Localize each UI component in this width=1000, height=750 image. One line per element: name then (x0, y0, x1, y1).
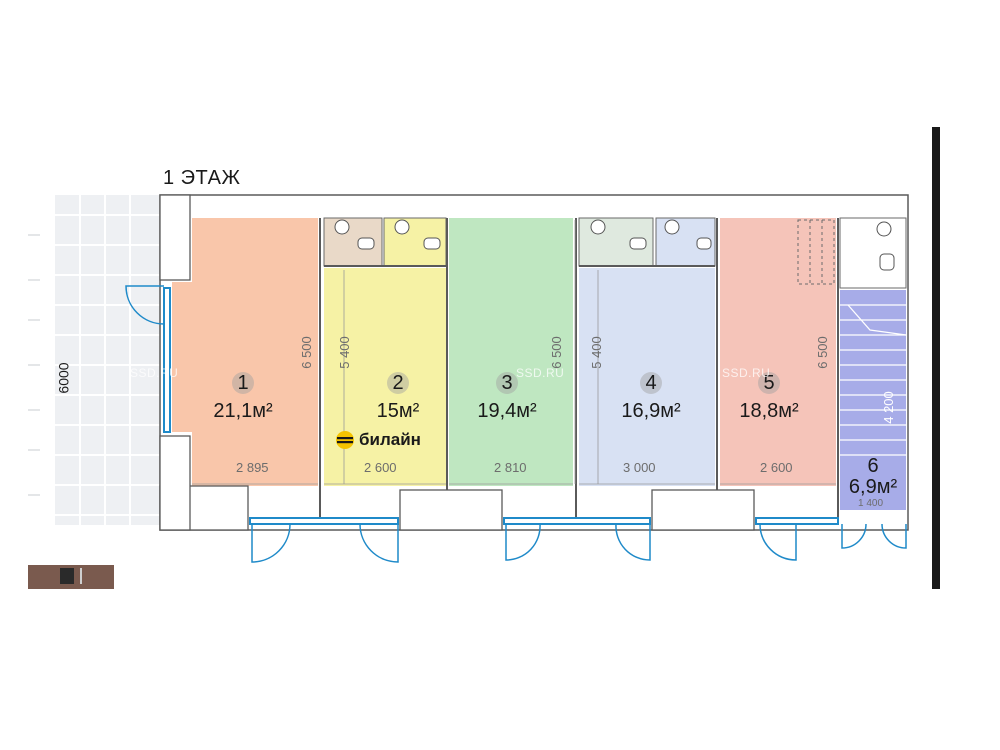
right-edge-bar (932, 127, 940, 589)
room-4-number: 4 (611, 372, 691, 395)
front-wall (159, 194, 755, 531)
room-4-fill (579, 268, 715, 486)
room-2-area: 15м² (376, 400, 420, 422)
beeline-brand: билайн (335, 430, 421, 450)
room-1-fill (192, 218, 318, 486)
width-dim-room-1: 2 895 (236, 460, 269, 475)
room-1-number: 1 (203, 372, 283, 395)
room-3-area: 19,4м² (477, 400, 537, 422)
room-1-notch (172, 282, 194, 432)
watermark: SSD.RU (130, 366, 179, 380)
beeline-logo-icon (336, 431, 354, 449)
room-6-number: 6 (867, 455, 879, 477)
room-5-fill (720, 218, 836, 486)
room-6-area: 6,9м² (848, 476, 898, 498)
building-photo-thumbnail (28, 565, 114, 589)
width-dim-room-2: 2 600 (364, 460, 397, 475)
room-4-area: 16,9м² (621, 400, 681, 422)
entrance-doors (125, 285, 907, 563)
height-dim-room-4: 5 400 (588, 336, 604, 369)
room-5-area: 18,8м² (739, 400, 799, 422)
brand-name: билайн (359, 430, 421, 449)
stairs-dashed-outline (797, 219, 835, 285)
bathroom-5 (839, 217, 907, 289)
front-windows (163, 287, 839, 525)
watermark: SSD.RU (516, 366, 565, 380)
height-dim-room-6: 4 200 (880, 391, 896, 424)
width-dim-room-5: 2 600 (760, 460, 793, 475)
room-5-number: 5 (729, 372, 809, 395)
room-2-number: 2 (358, 372, 438, 395)
height-dim-room-5: 6 500 (814, 336, 830, 369)
room-1-area: 21,1м² (213, 400, 273, 422)
watermark: SSD.RU (722, 366, 771, 380)
overall-dimension-label: 6000 (55, 362, 72, 394)
plumbing-fixtures (334, 219, 895, 271)
width-dim-room-3: 2 810 (494, 460, 527, 475)
room-3-fill (449, 218, 573, 486)
height-dim-room-3: 6 500 (548, 336, 564, 369)
staircase (840, 304, 907, 456)
room-3-number: 3 (467, 372, 547, 395)
partition-walls (319, 218, 839, 520)
width-dim-room-4: 3 000 (623, 460, 656, 475)
width-dim-room-6: 1 400 (858, 498, 884, 509)
height-dim-room-2: 5 400 (336, 336, 352, 369)
height-dim-room-1: 6 500 (298, 336, 314, 369)
pavement-tiles (28, 195, 160, 525)
room-6-fill (840, 290, 906, 510)
floor-title: 1 ЭТАЖ (163, 167, 241, 189)
